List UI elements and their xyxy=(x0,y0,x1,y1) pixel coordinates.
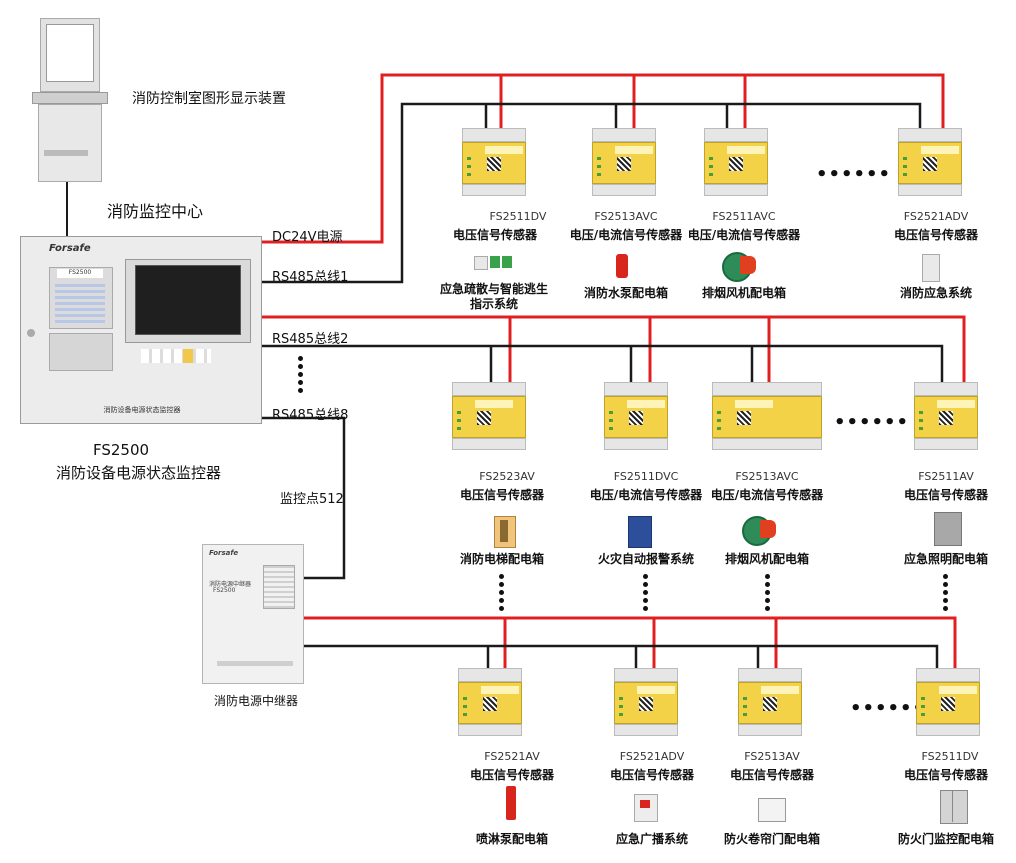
center-label: 消防监控中心 xyxy=(107,202,204,221)
fire-door-icon xyxy=(940,790,968,824)
rs485-bus2-line xyxy=(262,344,944,382)
row2-desc: 电压/电流信号传感器 xyxy=(710,488,824,502)
row1-model: FS2511DV xyxy=(489,210,547,223)
row2-load: 排烟风机配电箱 xyxy=(724,552,809,566)
row1-load: 排烟风机配电箱 xyxy=(701,286,786,300)
row3-bus-line xyxy=(303,644,939,668)
elevator-icon xyxy=(494,516,516,548)
row1-load: 消防水泵配电箱 xyxy=(583,286,668,300)
broadcast-icon xyxy=(634,794,658,822)
row1-load: 消防应急系统 xyxy=(899,286,972,300)
dc24v-line xyxy=(262,73,945,244)
row3-ellipsis: •••••• xyxy=(850,698,926,719)
vertical-ellipsis xyxy=(765,574,770,614)
rs485-bus1-label: RS485总线1 xyxy=(272,270,349,285)
row2-load: 应急照明配电箱 xyxy=(903,552,988,566)
shutter-door-icon xyxy=(758,798,786,822)
smoke-fan-icon xyxy=(742,514,778,546)
controller-brand: Forsafe xyxy=(49,243,91,254)
fire-alarm-icon xyxy=(628,516,652,548)
sensor-module xyxy=(462,128,526,196)
bus-ellipsis xyxy=(298,356,303,396)
sensor-module xyxy=(712,382,822,450)
controller-name: 消防设备电源状态监控器 xyxy=(56,464,222,482)
power-row3-line xyxy=(303,616,957,668)
row3-desc: 电压信号传感器 xyxy=(469,768,554,782)
sensor-module xyxy=(914,382,978,450)
row2-ellipsis: •••••• xyxy=(834,412,910,433)
row3-load: 防火门监控配电箱 xyxy=(897,832,994,846)
vertical-ellipsis xyxy=(943,574,948,614)
row1-load: 应急疏散与智能逃生指示系统 xyxy=(439,282,548,311)
rs485-bus2-label: RS485总线2 xyxy=(272,332,349,347)
sensor-module xyxy=(458,668,522,736)
repeater-label: 消防电源中继器 xyxy=(214,694,299,708)
sensor-module xyxy=(604,382,668,450)
controller-model: FS2500 xyxy=(93,441,150,459)
row3-model: FS2513AV xyxy=(744,750,800,763)
row3-load: 防火卷帘门配电箱 xyxy=(723,832,820,846)
emergency-lighting-icon xyxy=(934,512,962,546)
sensor-module xyxy=(592,128,656,196)
row3-desc: 电压信号传感器 xyxy=(729,768,814,782)
row1-model: FS2511AVC xyxy=(712,210,776,223)
repeater-panel-line1: 消防电源中继器 xyxy=(209,581,252,588)
row2-model: FS2523AV xyxy=(479,470,535,483)
rs485-bus1-line xyxy=(262,102,922,284)
fire-pump-icon xyxy=(612,254,632,280)
row3-desc: 电压信号传感器 xyxy=(903,768,988,782)
row2-desc: 电压信号传感器 xyxy=(459,488,544,502)
row1-model: FS2513AVC xyxy=(594,210,658,223)
monitor-controller: Forsafe FS2500 消防设备电源状态监控器 xyxy=(20,236,262,424)
controller-screen xyxy=(135,265,241,335)
row2-model: FS2513AVC xyxy=(735,470,799,483)
dc24v-label: DC24V电源 xyxy=(272,230,343,245)
row1-desc: 电压信号传感器 xyxy=(893,228,978,242)
row1-desc: 电压信号传感器 xyxy=(452,228,537,242)
row1-desc: 电压/电流信号传感器 xyxy=(569,228,683,242)
row1-model: FS2521ADV xyxy=(903,210,969,223)
row2-desc: 电压信号传感器 xyxy=(903,488,988,502)
smoke-fan-icon xyxy=(722,250,758,282)
row2-model: FS2511AV xyxy=(918,470,974,483)
sensor-module xyxy=(738,668,802,736)
row2-load: 火灾自动报警系统 xyxy=(597,552,694,566)
sprinkler-pump-icon xyxy=(504,786,518,820)
controller-model-badge: FS2500 xyxy=(57,269,103,278)
evacuation-indicator-icon xyxy=(474,254,514,270)
row3-desc: 电压信号传感器 xyxy=(609,768,694,782)
rs485-bus8-line xyxy=(262,416,346,580)
row1-desc: 电压/电流信号传感器 xyxy=(687,228,801,242)
sensor-module xyxy=(614,668,678,736)
vertical-ellipsis xyxy=(499,574,504,614)
repeater-panel-line2: FS2500 xyxy=(213,587,236,594)
row2-model: FS2511DVC xyxy=(613,470,679,483)
points-label: 监控点512 xyxy=(280,492,344,507)
row3-model: FS2521AV xyxy=(484,750,540,763)
row2-load: 消防电梯配电箱 xyxy=(459,552,544,566)
graphic-display-terminal xyxy=(32,18,108,182)
rs485-bus8-label: RS485总线8 xyxy=(272,408,349,423)
sensor-module xyxy=(452,382,526,450)
display-label: 消防控制室图形显示装置 xyxy=(132,91,286,107)
row3-model: FS2511DV xyxy=(921,750,979,763)
sensor-module xyxy=(704,128,768,196)
emergency-system-icon xyxy=(922,254,940,282)
row2-desc: 电压/电流信号传感器 xyxy=(589,488,703,502)
power-row2-line xyxy=(262,315,966,382)
row1-ellipsis: •••••• xyxy=(816,164,892,185)
sensor-module xyxy=(898,128,962,196)
sensor-module xyxy=(916,668,980,736)
repeater-brand: Forsafe xyxy=(209,549,239,557)
row3-load: 喷淋泵配电箱 xyxy=(475,832,548,846)
power-repeater: Forsafe 消防电源中继器 FS2500 xyxy=(202,544,304,684)
row3-model: FS2521ADV xyxy=(619,750,685,763)
vertical-ellipsis xyxy=(643,574,648,614)
row3-load: 应急广播系统 xyxy=(615,832,688,846)
controller-panel-label: 消防设备电源状态监控器 xyxy=(103,406,181,414)
